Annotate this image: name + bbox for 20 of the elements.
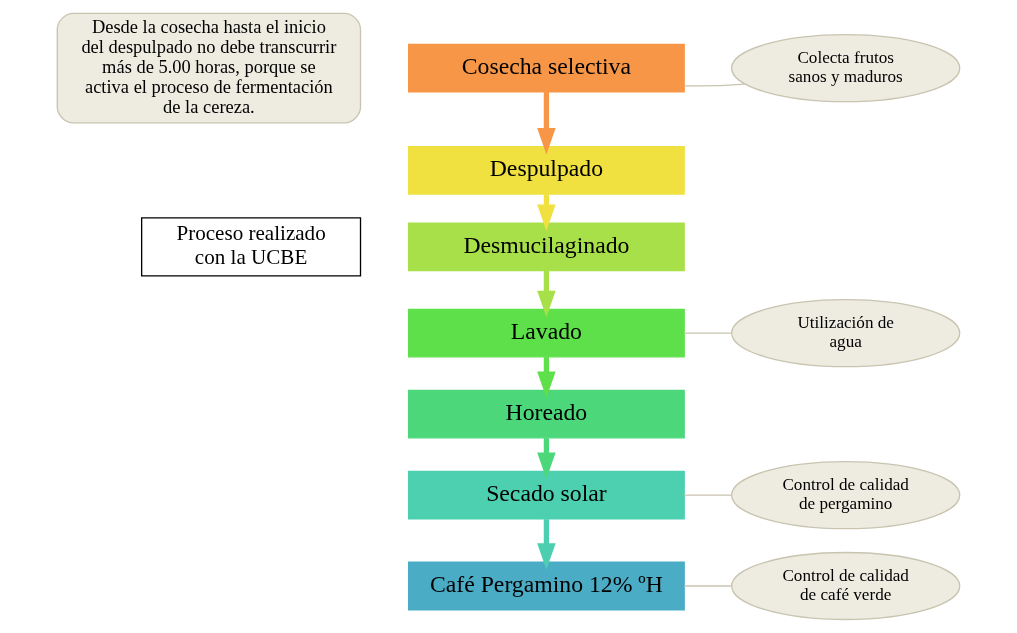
node-ellipse: Colecta frutos sanos y maduros <box>731 34 961 103</box>
node-box: Desde la cosecha hasta el inicio del despulpado no debe transcurrir más de 5.00 horas, porque se activa el proceso de fermentación de la cereza. <box>56 12 362 124</box>
node-ellipse: Control de calidad de café verde <box>731 551 961 621</box>
connector <box>683 585 733 587</box>
connector <box>683 83 746 87</box>
connector <box>683 332 733 334</box>
node-box: Proceso realizado con la UCBE <box>141 217 362 277</box>
node-box: Despulpado <box>407 145 685 195</box>
arrow <box>537 519 556 570</box>
node-box: Desmucilaginado <box>407 222 685 272</box>
node-box: Cosecha selectiva <box>407 43 685 93</box>
arrow <box>537 92 556 155</box>
connector <box>683 494 733 496</box>
arrow <box>537 270 556 318</box>
node-box: Horeado <box>407 389 685 439</box>
node-box: Café Pergamino 12% ºH <box>407 561 685 611</box>
node-ellipse: Control de calidad de pergamino <box>731 460 961 530</box>
node-box: Lavado <box>407 308 685 358</box>
node-ellipse: Utilización de agua <box>731 298 961 368</box>
node-box: Secado solar <box>407 470 685 520</box>
